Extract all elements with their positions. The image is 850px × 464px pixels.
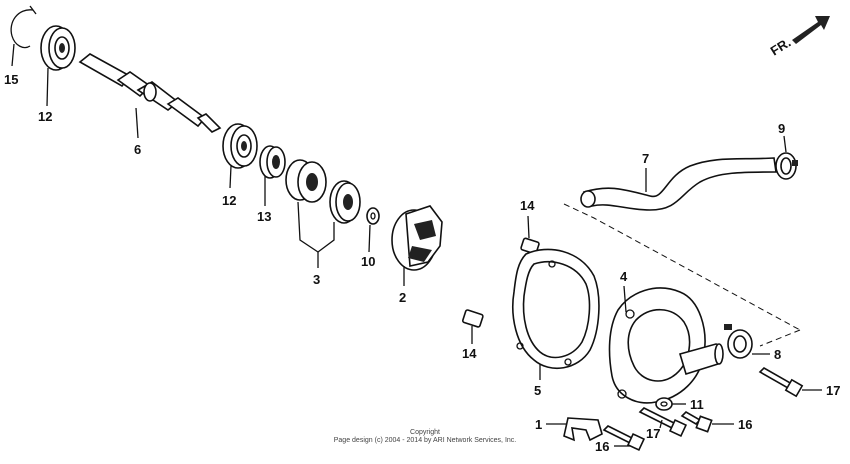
callout-2[interactable]: 2 [399, 290, 406, 305]
callout-3[interactable]: 3 [313, 272, 320, 287]
mechanical-seal [285, 159, 361, 268]
callout-9[interactable]: 9 [778, 121, 785, 136]
callout-12-left[interactable]: 12 [38, 109, 52, 124]
callout-7[interactable]: 7 [642, 151, 649, 166]
sealing-washer [655, 397, 686, 411]
alignment-line-upper [563, 203, 801, 331]
pump-shaft [78, 53, 222, 139]
callout-12-middle[interactable]: 12 [222, 193, 236, 208]
collar [259, 145, 286, 206]
hose-clamp-upper [775, 135, 798, 180]
callout-8[interactable]: 8 [774, 347, 781, 362]
callout-17-right[interactable]: 17 [826, 383, 840, 398]
bolt-right [680, 411, 734, 433]
ball-bearing-middle [222, 123, 258, 189]
copyright-line-1: Copyright [410, 429, 440, 436]
callout-15[interactable]: 15 [4, 72, 18, 87]
front-direction-label: FR. [768, 35, 794, 59]
callout-11[interactable]: 11 [690, 397, 704, 412]
bolt-lower [602, 425, 646, 452]
callout-1[interactable]: 1 [535, 417, 542, 432]
pump-gasket [512, 248, 600, 380]
washer [366, 207, 380, 253]
alignment-line-lower [759, 329, 801, 347]
callout-17-center[interactable]: 17 [646, 426, 660, 441]
pump-cover [608, 285, 724, 404]
callout-4[interactable]: 4 [620, 269, 628, 284]
dowel-pin-lower [461, 309, 484, 344]
ball-bearing-left [40, 25, 76, 107]
hose-bracket [546, 417, 603, 442]
callout-16-right[interactable]: 16 [738, 417, 752, 432]
callout-6[interactable]: 6 [134, 142, 141, 157]
water-hose [580, 157, 777, 211]
callout-16-lower[interactable]: 16 [595, 439, 609, 454]
copyright-line-2: Page design (c) 2004 - 2014 by ARI Netwo… [333, 437, 517, 444]
dowel-pin-upper [520, 215, 540, 255]
snap-ring [10, 5, 37, 67]
flange-bolt-center [638, 407, 688, 438]
flange-bolt-right [758, 367, 822, 398]
front-direction-arrow: FR. [768, 16, 830, 59]
callout-13[interactable]: 13 [257, 209, 271, 224]
callout-14-lower[interactable]: 14 [462, 346, 477, 361]
impeller [391, 205, 443, 286]
callout-5[interactable]: 5 [534, 383, 541, 398]
hose-clamp-lower [724, 324, 770, 359]
callout-10[interactable]: 10 [361, 254, 375, 269]
callout-14-upper[interactable]: 14 [520, 198, 535, 213]
